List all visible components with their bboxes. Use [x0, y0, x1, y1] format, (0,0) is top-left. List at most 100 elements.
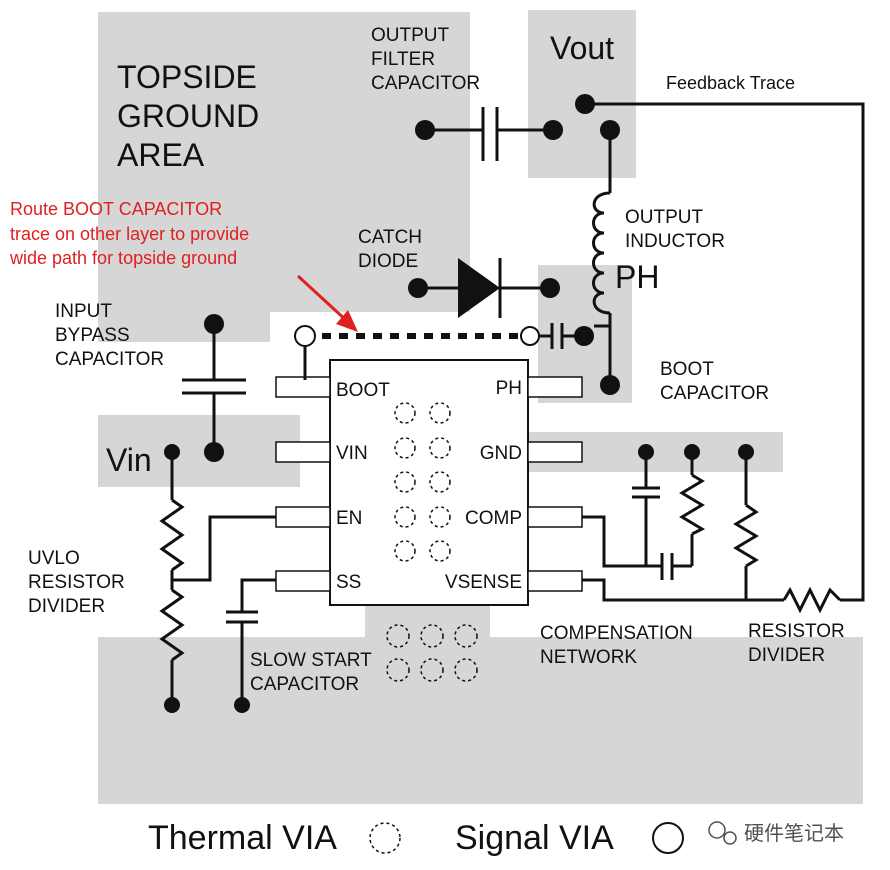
signal-via — [520, 326, 540, 346]
legend-thermal-via-label: Thermal VIA — [148, 819, 337, 857]
output-filter-cap-line1: OUTPUT — [371, 25, 450, 46]
node-dot — [600, 375, 620, 395]
node-dot — [164, 697, 180, 713]
input-bypass-capacitor — [182, 314, 246, 462]
boot-note-line2: trace on other layer to provide — [10, 224, 249, 244]
pin-label-vsense: VSENSE — [445, 572, 522, 593]
legend-thermal-via-icon — [369, 822, 401, 854]
vin-label: Vin — [106, 442, 152, 478]
boot-note-line3: wide path for topside ground — [9, 248, 237, 268]
thermal-via — [394, 506, 416, 528]
watermark: 硬件笔记本 — [708, 821, 844, 845]
wechat-icon — [708, 821, 726, 839]
thermal-via — [394, 540, 416, 562]
vout-label: Vout — [550, 30, 614, 66]
thermal-via — [429, 506, 451, 528]
topside-ground-line2: GROUND — [117, 98, 259, 134]
wechat-icon-small — [723, 831, 737, 845]
thermal-via — [386, 624, 410, 648]
note-arrow — [296, 274, 358, 332]
uvlo-line3: DIVIDER — [28, 596, 105, 617]
thermal-via — [394, 471, 416, 493]
boot-capacitor-line1: BOOT — [660, 359, 714, 380]
thermal-via — [394, 437, 416, 459]
catch-diode — [408, 258, 560, 318]
resistor-divider-line2: DIVIDER — [748, 645, 825, 666]
slow-start-capacitor — [226, 578, 276, 713]
boot-capacitor-trace — [294, 323, 610, 380]
legend-signal-via-label: Signal VIA — [455, 819, 614, 857]
boot-capacitor-line2: CAPACITOR — [660, 383, 769, 404]
topside-ground-line3: AREA — [117, 137, 205, 173]
signal-via — [294, 325, 316, 347]
thermal-via — [429, 437, 451, 459]
thermal-via — [454, 658, 478, 682]
feedback-trace-label: Feedback Trace — [666, 73, 795, 93]
thermal-via — [454, 624, 478, 648]
pin-pad-vin — [275, 441, 331, 463]
resistor-divider — [582, 444, 842, 614]
watermark-text: 硬件笔记本 — [744, 822, 844, 845]
thermal-via — [420, 658, 444, 682]
feedback-trace — [575, 94, 865, 602]
slow-start-line1: SLOW START — [250, 650, 372, 671]
pin-label-gnd: GND — [480, 443, 522, 464]
output-filter-capacitor — [415, 107, 563, 161]
resistor-divider-line1: RESISTOR — [748, 621, 845, 642]
thermal-vias-bottom — [386, 624, 478, 682]
thermal-via — [429, 402, 451, 424]
pin-pad-gnd — [527, 441, 583, 463]
compensation-line2: NETWORK — [540, 647, 637, 668]
compensation-network — [582, 444, 706, 580]
node-dot — [540, 278, 560, 298]
thermal-via — [429, 471, 451, 493]
thermal-via — [394, 402, 416, 424]
output-filter-cap-line2: FILTER — [371, 49, 435, 70]
legend: Thermal VIA Signal VIA — [148, 819, 684, 857]
pin-pad-comp — [527, 506, 583, 528]
output-filter-cap-line3: CAPACITOR — [371, 73, 480, 94]
node-dot — [415, 120, 435, 140]
input-bypass-line2: BYPASS — [55, 325, 130, 346]
output-inductor-line1: OUTPUT — [625, 207, 704, 228]
boot-note-line1: Route BOOT CAPACITOR — [10, 199, 222, 219]
thermal-via — [420, 624, 444, 648]
thermal-via — [429, 540, 451, 562]
uvlo-line2: RESISTOR — [28, 572, 125, 593]
pin-pad-en — [275, 506, 331, 528]
pin-pad-vsense — [527, 570, 583, 592]
pin-label-ph: PH — [496, 378, 522, 399]
node-dot — [574, 326, 594, 346]
ic-body — [329, 359, 529, 606]
thermal-via — [386, 658, 410, 682]
input-bypass-line1: INPUT — [55, 301, 112, 322]
output-inductor — [592, 120, 620, 395]
compensation-line1: COMPENSATION — [540, 623, 693, 644]
bottom-ground-area — [98, 637, 863, 804]
vout-area — [528, 10, 636, 178]
slow-start-line2: CAPACITOR — [250, 674, 359, 695]
node-dot — [234, 697, 250, 713]
diode-symbol — [458, 258, 500, 318]
thermal-vias-ic — [394, 402, 451, 562]
legend-signal-via-icon — [652, 822, 684, 854]
output-inductor-line2: INDUCTOR — [625, 231, 725, 252]
pin-pad-ss — [275, 570, 331, 592]
ic-pin-pads — [275, 376, 583, 592]
pin-label-boot: BOOT — [336, 380, 390, 401]
pin-label-comp: COMP — [465, 508, 522, 529]
node-dot — [204, 442, 224, 462]
pin-label-en: EN — [336, 508, 362, 529]
ph-node-label: PH — [615, 259, 659, 295]
topside-ground-area — [98, 12, 470, 342]
pin-label-ss: SS — [336, 572, 361, 593]
input-bypass-line3: CAPACITOR — [55, 349, 164, 370]
uvlo-resistor-divider — [159, 444, 276, 713]
node-dot — [543, 120, 563, 140]
pin-pad-boot — [275, 376, 331, 398]
pin-label-vin: VIN — [336, 443, 368, 464]
topside-ground-line1: TOPSIDE — [117, 59, 257, 95]
uvlo-line1: UVLO — [28, 548, 80, 569]
